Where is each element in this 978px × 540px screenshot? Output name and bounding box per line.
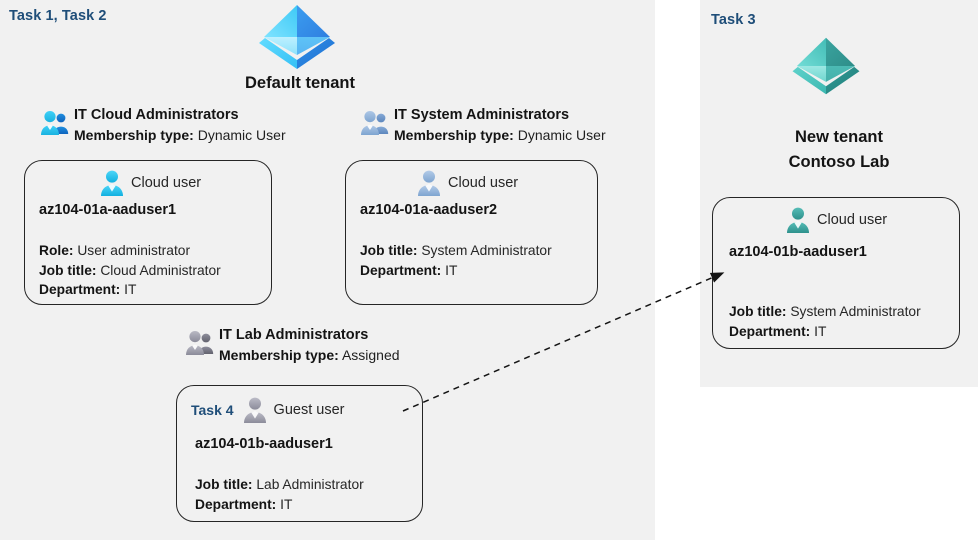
attr-row: Department: IT [195,495,364,515]
default-tenant-title: Default tenant [244,74,355,92]
cloud-user-icon [785,206,811,234]
attr-key: Department: [729,323,811,339]
group-name: IT System Administrators [394,107,570,123]
attr-row: Job title: Cloud Administrator [39,261,221,281]
group-name: IT Lab Administrators [219,327,369,343]
attr-value: System Administrator [790,304,921,319]
attr-value: IT [280,496,293,512]
new-tenant-title-line1: New tenant [794,128,883,146]
membership-type-value: Assigned [341,347,400,363]
users-group-icon [40,110,70,141]
attr-row: Department: IT [360,261,552,281]
user-upn: az104-01a-aaduser1 [39,202,177,218]
attr-key: Job title: [195,477,253,492]
attr-value: IT [814,323,827,339]
new-tenant-icon [789,36,863,96]
attr-key: Job title: [729,304,787,319]
attr-value: Lab Administrator [256,477,364,492]
task-label-3: Task 3 [711,12,756,28]
user-card-guest-aaduser1[interactable]: Task 4 Guest user az104-01b-aaduser1 Job… [176,385,423,522]
attr-row: Job title: System Administrator [360,241,552,261]
user-type-label: Cloud user [131,175,202,191]
attr-row: Role: User administrator [39,241,221,261]
user-upn: az104-01a-aaduser2 [360,202,498,218]
membership-type-key: Membership type: [74,127,194,143]
membership-type-value: Dynamic User [517,127,606,143]
attr-value: IT [445,262,458,278]
users-group-icon [360,110,390,141]
user-type-label: Cloud user [817,212,888,228]
attr-row: Job title: System Administrator [729,302,921,322]
attr-row: Department: IT [39,280,221,300]
attr-row: Department: IT [729,322,921,342]
default-tenant-icon [255,3,339,71]
attr-key: Department: [195,496,277,512]
attr-value: User administrator [77,243,191,258]
membership-type-key: Membership type: [394,127,514,143]
membership-type-value: Dynamic User [197,127,286,143]
cloud-user-icon [99,169,125,197]
cloud-user-icon [416,169,442,197]
attr-key: Job title: [360,243,418,258]
attr-key: Job title: [39,262,97,278]
new-tenant-title-line2: Contoso Lab [788,153,890,171]
user-type-label: Guest user [273,402,345,418]
attr-key: Department: [39,282,121,297]
user-type-label: Cloud user [448,175,519,191]
user-card-aaduser1[interactable]: Cloud user az104-01a-aaduser1 Role: User… [24,160,272,305]
user-card-aaduser2[interactable]: Cloud user az104-01a-aaduser2 Job title:… [345,160,598,305]
attr-key: Role: [39,243,74,258]
task-label-4: Task 4 [191,402,234,418]
attr-value: Cloud Administrator [100,262,221,278]
user-card-new-tenant-aaduser1[interactable]: Cloud user az104-01b-aaduser1 Job title:… [712,197,960,349]
attr-value: IT [124,282,137,297]
attr-key: Department: [360,262,442,278]
user-upn: az104-01b-aaduser1 [195,436,333,452]
attr-row: Job title: Lab Administrator [195,475,364,495]
task-label-1-2: Task 1, Task 2 [9,8,107,24]
group-name: IT Cloud Administrators [74,107,239,123]
guest-user-icon [242,396,268,424]
user-upn: az104-01b-aaduser1 [729,244,867,260]
membership-type-key: Membership type: [219,347,339,363]
users-group-icon [185,330,215,361]
attr-value: System Administrator [421,243,552,258]
